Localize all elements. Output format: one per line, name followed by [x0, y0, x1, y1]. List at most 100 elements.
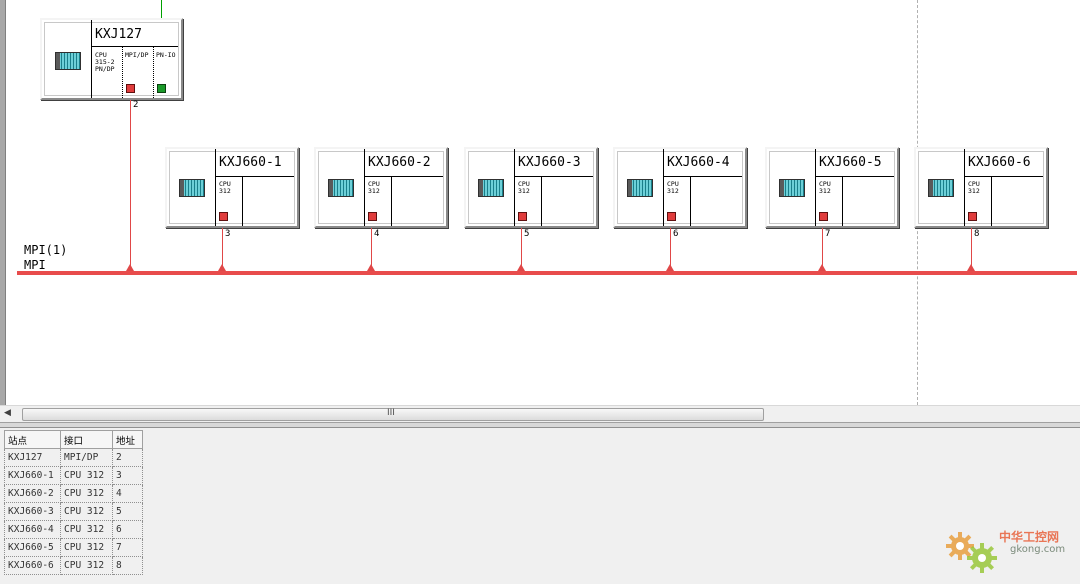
station-address-label: 4 [374, 229, 380, 239]
rack-icon [478, 179, 504, 197]
mpi-port-icon[interactable] [219, 212, 228, 221]
station-frame [918, 151, 1044, 224]
station-kxj127[interactable]: KXJ127 CPU 315-2 PN/DP MPI/DP PN-IO [40, 18, 183, 100]
cell-address: 4 [112, 484, 143, 503]
separator [364, 149, 365, 226]
horizontal-scrollbar[interactable]: ◀ III [0, 405, 1080, 422]
cell-interface: MPI/DP [60, 448, 113, 467]
cell-interface: CPU 312 [60, 484, 113, 503]
station-frame [318, 151, 444, 224]
station-drop-line [222, 228, 223, 271]
separator [514, 149, 515, 226]
module-cpu-label: CPU 312 [219, 180, 231, 195]
station-kxj660-6[interactable]: KXJ660-6 CPU 312 [914, 147, 1048, 228]
module-divider [541, 176, 542, 226]
separator [91, 20, 92, 98]
separator [663, 149, 664, 226]
station-kxj660-4[interactable]: KXJ660-4 CPU 312 [613, 147, 747, 228]
mpi-bus-line[interactable] [17, 271, 1077, 275]
cell-station: KXJ660-2 [4, 484, 61, 503]
cell-address: 7 [112, 538, 143, 557]
mpi-port-icon[interactable] [368, 212, 377, 221]
station-drop-line [521, 228, 522, 271]
pane-splitter[interactable] [0, 422, 1080, 428]
left-frame-strip [0, 0, 6, 405]
col-header-address[interactable]: 地址 [112, 430, 143, 449]
station-frame [468, 151, 594, 224]
col-header-station[interactable]: 站点 [4, 430, 61, 449]
rack-icon [627, 179, 653, 197]
rack-icon [55, 52, 81, 70]
mpi-port-icon[interactable] [518, 212, 527, 221]
rack-icon [928, 179, 954, 197]
rack-icon [328, 179, 354, 197]
module-divider [690, 176, 691, 226]
separator [815, 149, 816, 226]
station-drop-line [371, 228, 372, 271]
module-divider [153, 47, 154, 98]
cell-interface: CPU 312 [60, 538, 113, 557]
module-cpu-label: CPU 315-2 PN/DP [95, 51, 115, 73]
cell-interface: CPU 312 [60, 502, 113, 521]
cell-address: 6 [112, 520, 143, 539]
master-drop-line [130, 100, 131, 271]
cell-interface: CPU 312 [60, 520, 113, 539]
bus-connector[interactable] [818, 264, 826, 271]
station-kxj660-3[interactable]: KXJ660-3 CPU 312 [464, 147, 598, 228]
bus-connector[interactable] [967, 264, 975, 271]
mpi-port-icon[interactable] [968, 212, 977, 221]
separator [514, 176, 593, 177]
station-name: KXJ660-3 [518, 155, 581, 170]
module-cpu-label: CPU 312 [667, 180, 679, 195]
mpi-port-icon[interactable] [126, 84, 135, 93]
gear-icon [946, 532, 997, 573]
module-cpu-label: CPU 312 [968, 180, 980, 195]
pn-port-icon[interactable] [157, 84, 166, 93]
bus-connector[interactable] [517, 264, 525, 271]
bus-connector[interactable] [218, 264, 226, 271]
separator [964, 176, 1043, 177]
module-cpu-label: CPU 312 [368, 180, 380, 195]
station-kxj660-5[interactable]: KXJ660-5 CPU 312 [765, 147, 899, 228]
station-frame [617, 151, 743, 224]
station-name: KXJ660-6 [968, 155, 1031, 170]
separator [91, 46, 178, 47]
station-name: KXJ660-5 [819, 155, 882, 170]
station-address-label: 5 [524, 229, 530, 239]
scroll-left-arrow-icon[interactable]: ◀ [4, 408, 11, 418]
separator [215, 176, 294, 177]
watermark-text: 中华工控网 [999, 530, 1060, 544]
station-drop-line [971, 228, 972, 271]
rack-icon [179, 179, 205, 197]
cell-address: 2 [112, 448, 143, 467]
cell-station: KXJ660-6 [4, 556, 61, 575]
bus-connector[interactable] [666, 264, 674, 271]
scroll-thumb[interactable]: III [22, 408, 764, 421]
bus-connector[interactable] [126, 264, 134, 271]
separator [215, 149, 216, 226]
network-canvas[interactable]: KXJ127 CPU 315-2 PN/DP MPI/DP PN-IO KXJ6… [6, 0, 1080, 405]
cell-address: 5 [112, 502, 143, 521]
mpi-port-icon[interactable] [667, 212, 676, 221]
bus-connector[interactable] [367, 264, 375, 271]
station-kxj660-1[interactable]: KXJ660-1 CPU 312 [165, 147, 299, 228]
mpi-port-icon[interactable] [819, 212, 828, 221]
cell-station: KXJ660-4 [4, 520, 61, 539]
station-kxj660-2[interactable]: KXJ660-2 CPU 312 [314, 147, 448, 228]
station-name: KXJ660-1 [219, 155, 282, 170]
cell-address: 8 [112, 556, 143, 575]
subnet-type: MPI [24, 258, 46, 272]
station-frame [169, 151, 295, 224]
module-divider [842, 176, 843, 226]
col-header-interface[interactable]: 接口 [60, 430, 113, 449]
rack-icon [779, 179, 805, 197]
station-address-label: 7 [825, 229, 831, 239]
